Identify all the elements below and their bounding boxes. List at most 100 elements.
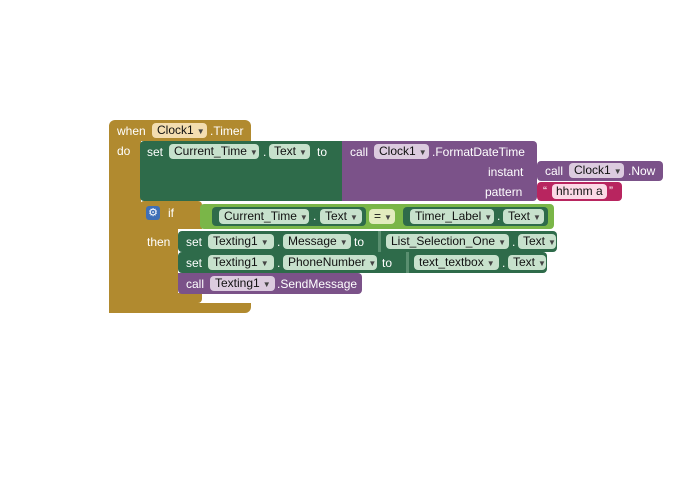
compare-right-component-dropdown[interactable]: Timer_Label▼ <box>410 209 494 224</box>
chevron-down-icon: ▼ <box>533 213 541 222</box>
text-textbox-dot: . <box>502 256 506 270</box>
compare-left-component-text: Current_Time <box>224 209 297 223</box>
set-phone-property-text: PhoneNumber <box>288 255 366 269</box>
dot-label: . <box>277 256 281 270</box>
list-selection-component-text: List_Selection_One <box>391 234 496 248</box>
text-textbox-component-dropdown[interactable]: text_textbox▼ <box>414 255 499 270</box>
chevron-down-icon: ▼ <box>350 213 358 222</box>
compare-left-getter[interactable]: Current_Time▼ . Text▼ <box>212 207 366 226</box>
chevron-down-icon: ▼ <box>299 213 308 222</box>
send-call-label: call <box>186 277 205 291</box>
set-current-time-block[interactable]: set Current_Time▼ . Text▼ to <box>140 141 343 201</box>
if-spine <box>140 228 178 303</box>
compare-right-property-text: Text <box>508 209 531 223</box>
text-textbox-component-text: text_textbox <box>419 255 484 269</box>
do-label: do <box>117 144 131 158</box>
event-spine <box>109 140 141 313</box>
chevron-down-icon: ▼ <box>613 167 622 176</box>
list-selection-property-dropdown[interactable]: Text▼ <box>518 234 556 249</box>
chevron-down-icon: ▼ <box>262 280 271 289</box>
format-call-label: call <box>350 145 369 159</box>
compare-operator-text: = <box>374 209 382 223</box>
chevron-down-icon: ▼ <box>260 238 269 247</box>
set-phone-component-dropdown[interactable]: Texting1▼ <box>208 255 274 270</box>
mutator-gear-icon[interactable]: ⚙ <box>146 206 160 220</box>
list-selection-getter[interactable]: List_Selection_One▼ . Text▼ <box>378 231 557 252</box>
chevron-down-icon: ▼ <box>418 148 427 157</box>
text-textbox-getter[interactable]: text_textbox▼ . Text▼ <box>406 252 547 273</box>
to-label: to <box>317 145 328 159</box>
set-time-component-dropdown[interactable]: Current_Time▼ <box>169 144 259 159</box>
chevron-down-icon: ▼ <box>260 259 269 268</box>
set-label: set <box>186 235 203 249</box>
set-time-property-text: Text <box>274 144 297 158</box>
chevron-down-icon: ▼ <box>249 148 258 157</box>
event-component-dropdown[interactable]: Clock1▼ <box>152 123 207 138</box>
compare-right-dot: . <box>497 209 501 223</box>
set-message-block[interactable]: set Texting1▼ . Message▼ to <box>178 231 378 252</box>
compare-block[interactable]: Current_Time▼ . Text▼ =▼ Timer_Label▼ . … <box>200 204 554 229</box>
if-then-block[interactable]: ⚙ if then <box>140 201 202 303</box>
now-component-dropdown[interactable]: Clock1▼ <box>569 163 624 178</box>
close-quote: ” <box>609 184 613 198</box>
open-quote: “ <box>543 184 547 198</box>
chevron-down-icon: ▼ <box>498 238 506 247</box>
event-component-text: Clock1 <box>157 123 194 137</box>
chevron-down-icon: ▼ <box>538 259 546 268</box>
now-call-label: call <box>545 164 564 178</box>
compare-right-getter[interactable]: Timer_Label▼ . Text▼ <box>403 207 548 226</box>
set-phone-component-text: Texting1 <box>213 255 258 269</box>
clock-now-block[interactable]: call Clock1▼ .Now <box>537 161 663 181</box>
chevron-down-icon: ▼ <box>548 238 556 247</box>
set-phone-block[interactable]: set Texting1▼ . PhoneNumber▼ to <box>178 252 406 273</box>
if-label: if <box>168 206 174 220</box>
compare-left-dot: . <box>313 209 317 223</box>
chevron-down-icon: ▼ <box>196 127 205 136</box>
event-name-label: .Timer <box>210 124 244 138</box>
set-message-property-dropdown[interactable]: Message▼ <box>283 234 351 249</box>
event-footer <box>109 303 251 313</box>
set-time-component-text: Current_Time <box>174 144 247 158</box>
dot-label: . <box>263 145 267 159</box>
chevron-down-icon: ▼ <box>339 238 348 247</box>
dot-label: . <box>277 235 281 249</box>
instant-label: instant <box>488 165 524 179</box>
set-message-property-text: Message <box>288 234 337 248</box>
send-component-dropdown[interactable]: Texting1▼ <box>210 276 275 291</box>
now-component-text: Clock1 <box>574 163 611 177</box>
list-selection-property-text: Text <box>523 234 546 248</box>
pattern-string-block[interactable]: “ hh:mm a ” <box>537 182 622 201</box>
chevron-down-icon: ▼ <box>484 213 493 222</box>
when-label: when <box>117 124 146 138</box>
set-message-component-dropdown[interactable]: Texting1▼ <box>208 234 274 249</box>
format-component-dropdown[interactable]: Clock1▼ <box>374 144 429 159</box>
to-label: to <box>382 256 393 270</box>
set-message-component-text: Texting1 <box>213 234 258 248</box>
format-datetime-block[interactable]: call Clock1▼ .FormatDateTime instant pat… <box>342 141 537 201</box>
to-label: to <box>354 235 365 249</box>
format-component-text: Clock1 <box>379 144 416 158</box>
send-message-block[interactable]: call Texting1▼ .SendMessage <box>178 273 362 294</box>
compare-left-component-dropdown[interactable]: Current_Time▼ <box>219 209 309 224</box>
pattern-label: pattern <box>485 185 523 199</box>
compare-left-property-dropdown[interactable]: Text▼ <box>320 209 362 224</box>
event-block-clock-timer[interactable]: when Clock1▼ .Timer do <box>109 120 251 313</box>
set-phone-property-dropdown[interactable]: PhoneNumber▼ <box>283 255 377 270</box>
list-selection-component-dropdown[interactable]: List_Selection_One▼ <box>386 234 509 249</box>
chevron-down-icon: ▼ <box>368 259 377 268</box>
compare-left-property-text: Text <box>325 209 348 223</box>
chevron-down-icon: ▼ <box>486 259 495 268</box>
send-component-text: Texting1 <box>215 276 260 290</box>
list-selection-dot: . <box>512 235 516 249</box>
set-time-property-dropdown[interactable]: Text▼ <box>269 144 310 159</box>
text-textbox-property-dropdown[interactable]: Text▼ <box>508 255 546 270</box>
text-textbox-property-text: Text <box>513 255 536 269</box>
compare-right-property-dropdown[interactable]: Text▼ <box>503 209 544 224</box>
compare-operator-dropdown[interactable]: =▼ <box>369 209 395 224</box>
if-footer <box>140 293 202 303</box>
pattern-string-field[interactable]: hh:mm a <box>552 184 607 199</box>
chevron-down-icon: ▼ <box>384 213 392 222</box>
chevron-down-icon: ▼ <box>299 148 307 157</box>
set-label: set <box>147 145 164 159</box>
compare-right-component-text: Timer_Label <box>415 209 482 223</box>
